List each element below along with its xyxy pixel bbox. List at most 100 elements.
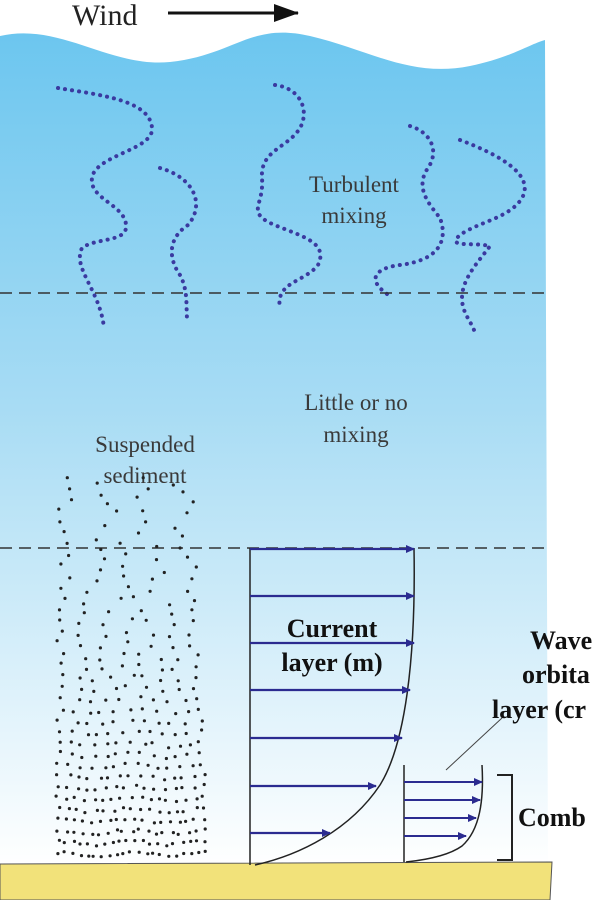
sediment-particle [122,574,126,578]
sediment-particle [195,806,199,810]
sediment-particle [158,810,162,814]
sediment-particle [167,811,171,815]
sediment-particle [155,709,159,713]
sediment-particle [154,832,159,836]
sediment-particle [195,697,199,701]
sediment-particle [165,844,169,848]
sediment-particle [93,743,97,747]
sediment-particle [184,819,188,824]
sediment-particle [115,785,119,789]
sediment-particle [68,487,72,491]
sediment-particle [62,841,66,845]
sediment-particle [113,809,117,813]
sediment-particle [132,830,136,834]
sediment-particle [117,839,121,843]
sediment-particle [150,577,154,581]
sediment-particle [165,700,169,704]
sediment-particle [136,531,141,535]
sediment-particle [115,828,120,832]
sediment-particle [137,652,141,656]
sediment-particle [99,855,103,859]
sediment-particle [184,698,188,703]
sediment-particle [94,538,98,542]
sediment-particle [139,609,143,613]
sediment-particle [123,761,127,766]
sediment-particle [120,664,124,668]
little-mixing-label-line1: Little or no [304,390,407,415]
sediment-particle [194,829,198,833]
sediment-particle [108,854,112,858]
sediment-particle [72,795,76,800]
sediment-particle [78,698,82,702]
sediment-particle [114,741,118,745]
sediment-particle [203,840,207,844]
sediment-particle [69,498,74,502]
sediment-particle [68,576,72,580]
sediment-particle [118,796,122,800]
sediment-particle [116,853,120,857]
sediment-particle [192,599,197,603]
sediment-particle [70,752,74,756]
sediment-particle [90,766,94,770]
sediment-particle [101,623,105,627]
sediment-particle [106,732,110,736]
sediment-particle [137,750,141,755]
sediment-particle [119,596,123,600]
sediment-particle [159,657,163,662]
sediment-particle [194,839,199,843]
sediment-particle [78,676,82,680]
sediment-particle [124,552,128,556]
sediment-particle [59,661,63,665]
sediment-particle [148,729,152,734]
sediment-particle [96,833,101,837]
sediment-particle [80,687,84,692]
sediment-particle [126,750,130,754]
sediment-particle [72,818,76,822]
sediment-particle [155,544,159,549]
sediment-particle [149,798,153,802]
sediment-particle [151,698,155,702]
sediment-particle [168,820,173,824]
sediment-particle [146,487,150,491]
sediment-particle [151,851,155,855]
sediment-particle [78,842,82,846]
sediment-particle [59,562,63,566]
sediment-particle [126,585,130,589]
sediment-particle [98,646,102,650]
sediment-particle [193,786,197,790]
sediment-particle [91,854,95,858]
sediment-particle [65,541,69,546]
sediment-particle [177,687,181,692]
sediment-particle [95,579,99,583]
eddy-dotted-line-icon [56,86,154,330]
sediment-particle [95,808,99,813]
sediment-particle [147,829,151,833]
sediment-particle [57,507,61,511]
sediment-particle [141,476,145,480]
current-layer-label-line1: Current [287,614,378,643]
sediment-particle [92,689,96,694]
sediment-particle [132,673,136,677]
eddy-dotted-line-icon [255,83,323,310]
current-velocity-arrows [250,545,415,837]
sediment-particle [167,635,172,639]
sediment-particle [176,658,180,662]
sediment-particle [152,821,156,825]
sediment-particle [104,634,108,639]
sediment-particle [94,844,99,848]
sediment-particle [119,829,123,833]
sediment-particle [55,829,59,833]
sediment-particle [191,500,195,504]
sediment-particle [88,700,93,704]
sediment-particle [178,765,182,769]
sediment-particle [190,577,194,581]
sediment-particle [86,733,91,737]
sediment-particle [194,665,198,669]
sediment-particle [167,721,171,726]
sediment-particle [82,611,86,615]
sediment-particle [83,811,87,815]
sediment-particle [174,712,178,716]
sediment-particle [121,786,125,790]
sediment-particle [69,773,73,777]
